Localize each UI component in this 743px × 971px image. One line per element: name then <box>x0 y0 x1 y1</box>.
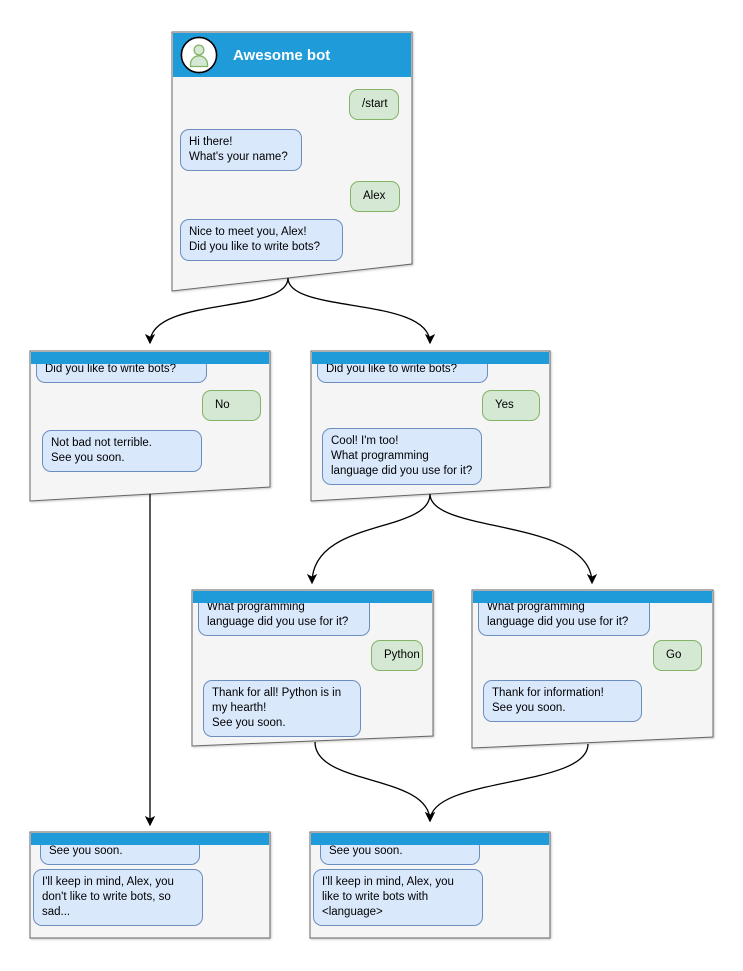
message-bubble-bot: I'll keep in mind, Alex, you like to wri… <box>313 869 483 926</box>
message-bubble-bot: Cool! I'm too! What programming language… <box>322 428 482 485</box>
connector-main-to-yes <box>287 277 436 345</box>
main-window-header: Awesome bot <box>173 33 411 77</box>
message-bubble-bot: Nice to meet you, Alex! Did you like to … <box>180 219 343 261</box>
connector-python-to-end <box>314 741 436 823</box>
message-bubble-bot: Thank for information! See you soon. <box>483 680 642 722</box>
end-yes-window-header <box>311 833 549 845</box>
go-window-header <box>473 591 712 603</box>
no-window-header <box>31 352 269 364</box>
connector-yes-to-go <box>429 493 598 585</box>
python-window-header <box>193 591 432 603</box>
message-bubble-user: Go <box>653 640 702 671</box>
message-bubble-user: /start <box>349 89 399 120</box>
bot-avatar-icon <box>180 36 218 74</box>
message-bubble-bot: Not bad not terrible. See you soon. <box>42 430 202 472</box>
message-bubble-user: No <box>202 390 261 421</box>
connector-yes-to-python <box>306 493 431 585</box>
main-window-title: Awesome bot <box>233 46 331 64</box>
connector-main-to-no <box>144 277 289 345</box>
message-bubble-user: Yes <box>482 390 540 421</box>
connector-go-to-end <box>424 743 589 823</box>
message-bubble-bot: Thank for all! Python is in my hearth! S… <box>203 680 361 737</box>
message-bubble-user: Alex <box>350 181 400 212</box>
yes-window-header <box>312 352 549 364</box>
message-bubble-bot: Hi there! What's your name? <box>180 129 302 171</box>
message-bubble-bot: I'll keep in mind, Alex, you don't like … <box>33 869 203 926</box>
message-bubble-user: Python <box>371 640 423 671</box>
end-no-window-header <box>31 833 269 845</box>
